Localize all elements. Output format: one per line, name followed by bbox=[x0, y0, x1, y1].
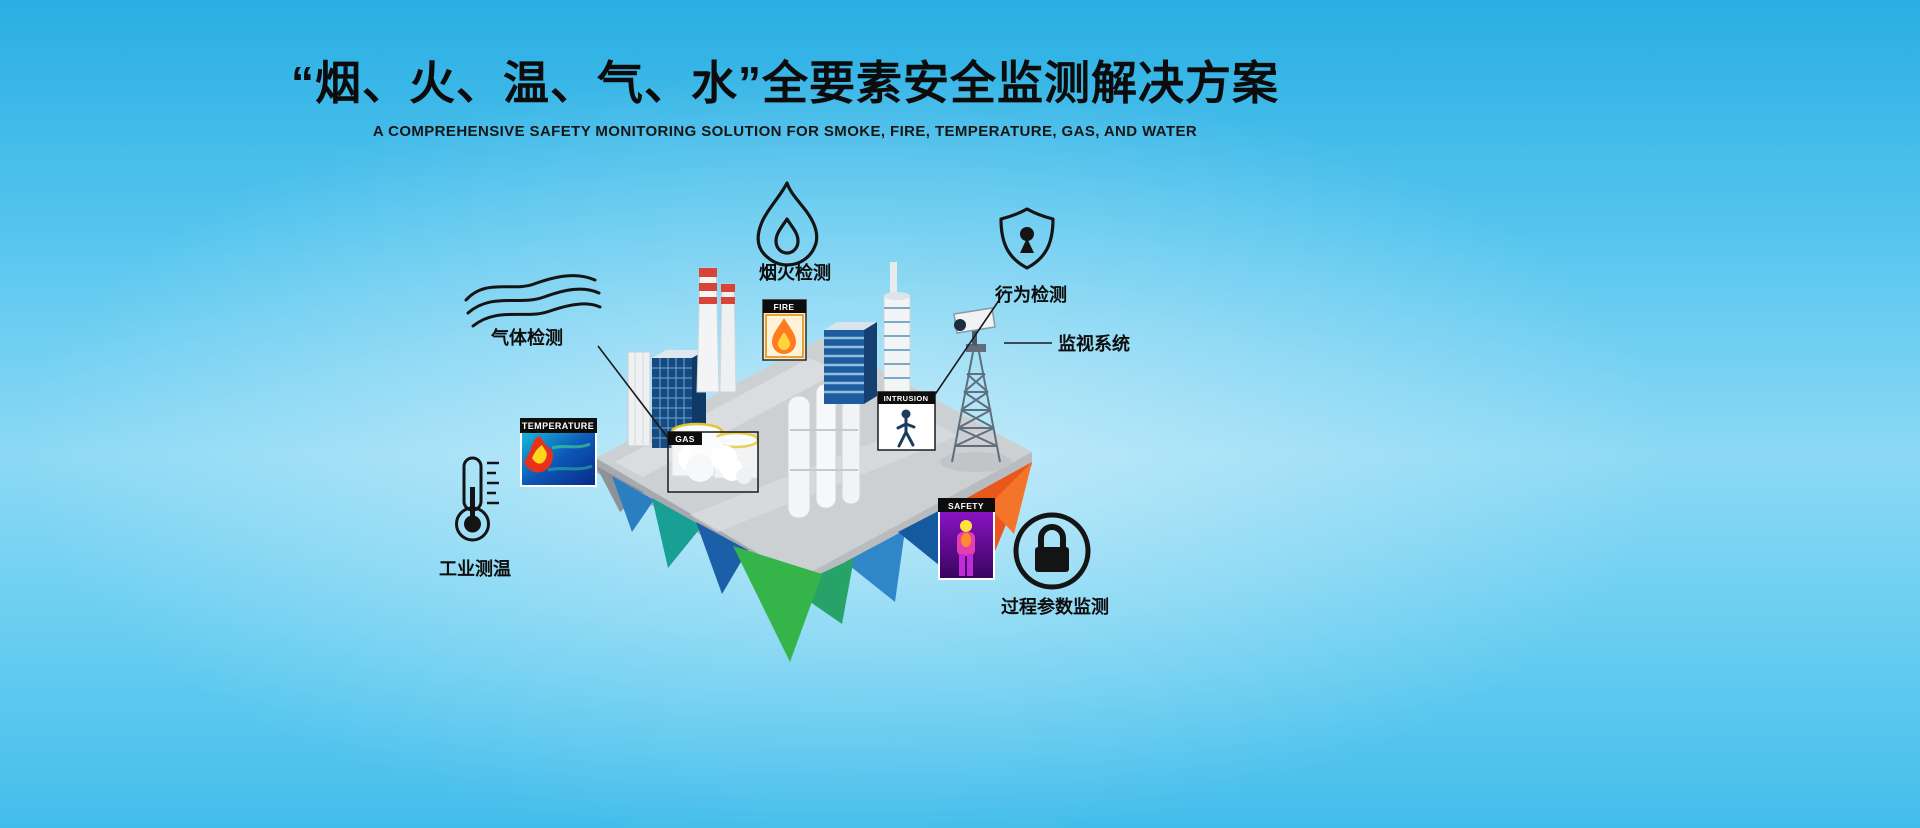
hero-header: “烟、火、温、气、水”全要素安全监测解决方案 A COMPREHENSIVE S… bbox=[0, 56, 1570, 140]
gas-tag-label: GAS bbox=[675, 434, 695, 444]
temperature-thermal-image: TEMPERATURE bbox=[520, 418, 597, 487]
temperature-tag-label: TEMPERATURE bbox=[522, 421, 594, 431]
industrial-temperature-label: 工业测温 bbox=[439, 558, 511, 579]
fire-tag-label: FIRE bbox=[774, 302, 795, 312]
fire-image: FIRE bbox=[762, 299, 807, 361]
surveillance-tower bbox=[940, 344, 1012, 472]
intrusion-tag-label: INTRUSION bbox=[884, 394, 929, 403]
gas-detection-label: 气体检测 bbox=[490, 327, 563, 348]
surveillance-system-label: 监视系统 bbox=[1058, 333, 1130, 354]
shield-keyhole-icon bbox=[999, 207, 1055, 270]
flame-icon bbox=[756, 181, 819, 267]
callout-connectors bbox=[597, 289, 1052, 439]
smoke-fire-detection-label: 烟火检测 bbox=[759, 262, 831, 283]
intrusion-image: INTRUSION bbox=[877, 391, 936, 451]
thermometer-icon bbox=[455, 456, 499, 542]
industrial-scene-illustration: TEMPERATURE FIRE GAS bbox=[439, 181, 1130, 662]
gas-smoke-icon bbox=[464, 274, 602, 328]
cctv-camera-icon bbox=[953, 307, 996, 346]
gas-connector-line bbox=[597, 345, 669, 439]
process-parameter-label: 过程参数监测 bbox=[1001, 596, 1109, 617]
scene-container: TEMPERATURE FIRE GAS bbox=[420, 160, 1180, 690]
safety-thermal-image: SAFETY bbox=[938, 498, 995, 580]
page-subtitle: A COMPREHENSIVE SAFETY MONITORING SOLUTI… bbox=[372, 123, 1198, 141]
gas-image: GAS bbox=[667, 431, 759, 493]
page-title: “烟、火、温、气、水”全要素安全监测解决方案 bbox=[291, 57, 1279, 109]
behavior-connector-line bbox=[933, 289, 1007, 397]
behavior-detection-label: 行为检测 bbox=[994, 284, 1067, 305]
lock-circle-icon bbox=[1013, 512, 1091, 590]
safety-tag-label: SAFETY bbox=[948, 501, 984, 511]
